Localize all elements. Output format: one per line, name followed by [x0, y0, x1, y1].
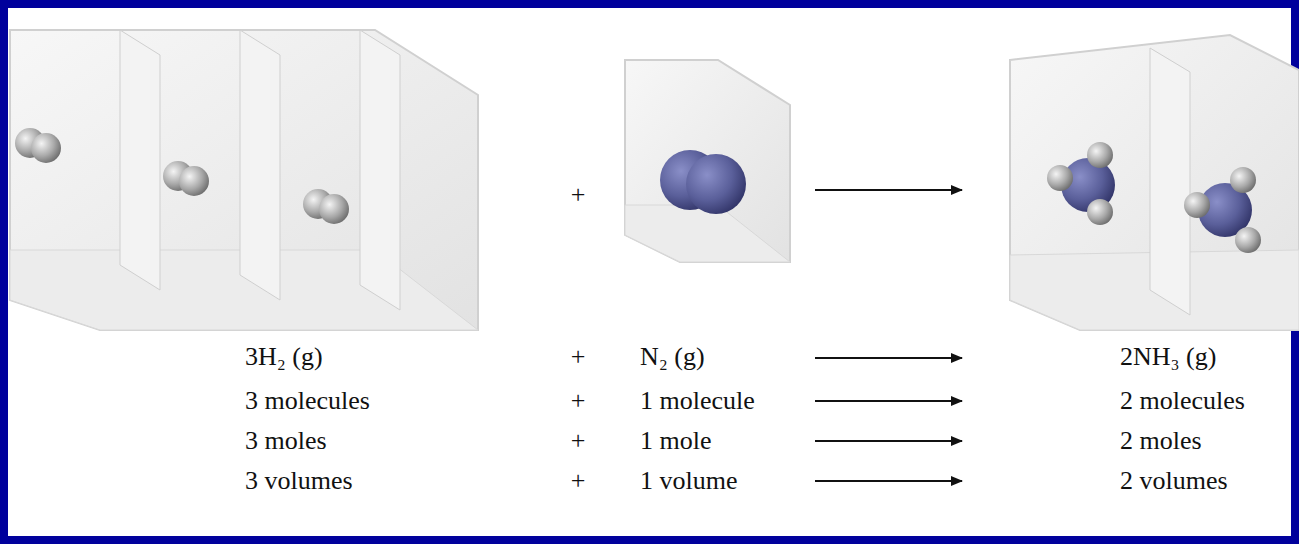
ammonia-box	[1010, 35, 1299, 330]
h2-molecule	[303, 189, 349, 224]
product-text: 2NH₃ (g)	[1120, 342, 1216, 372]
nh3-molecule	[1047, 142, 1115, 225]
n2-molecule	[660, 150, 746, 214]
reactant-text: 3H₂ (g)	[245, 342, 323, 372]
nitrogen-box	[625, 60, 790, 262]
plus-sign: +	[571, 386, 586, 416]
reactant-text: N₂ (g)	[640, 342, 705, 372]
h2-molecule	[15, 128, 61, 163]
reaction-arrow	[815, 480, 962, 482]
reactant-text: 1 mole	[640, 426, 712, 456]
hydrogen-box	[10, 30, 478, 330]
reactant-text: 3 volumes	[245, 466, 353, 496]
plus-sign: +	[571, 180, 586, 210]
h2-molecule	[163, 161, 209, 196]
reaction-arrow	[815, 357, 962, 359]
plus-sign: +	[571, 466, 586, 496]
reaction-arrow	[815, 400, 962, 402]
plus-sign: +	[571, 426, 586, 456]
product-text: 2 molecules	[1120, 386, 1245, 416]
reactant-text: 1 molecule	[640, 386, 755, 416]
product-text: 2 moles	[1120, 426, 1202, 456]
reaction-arrow	[815, 440, 962, 442]
reactant-text: 3 moles	[245, 426, 327, 456]
reaction-arrow	[815, 189, 962, 191]
nh3-molecule	[1184, 167, 1261, 253]
reactant-text: 3 molecules	[245, 386, 370, 416]
plus-sign: +	[571, 342, 586, 372]
product-text: 2 volumes	[1120, 466, 1228, 496]
reactant-text: 1 volume	[640, 466, 738, 496]
